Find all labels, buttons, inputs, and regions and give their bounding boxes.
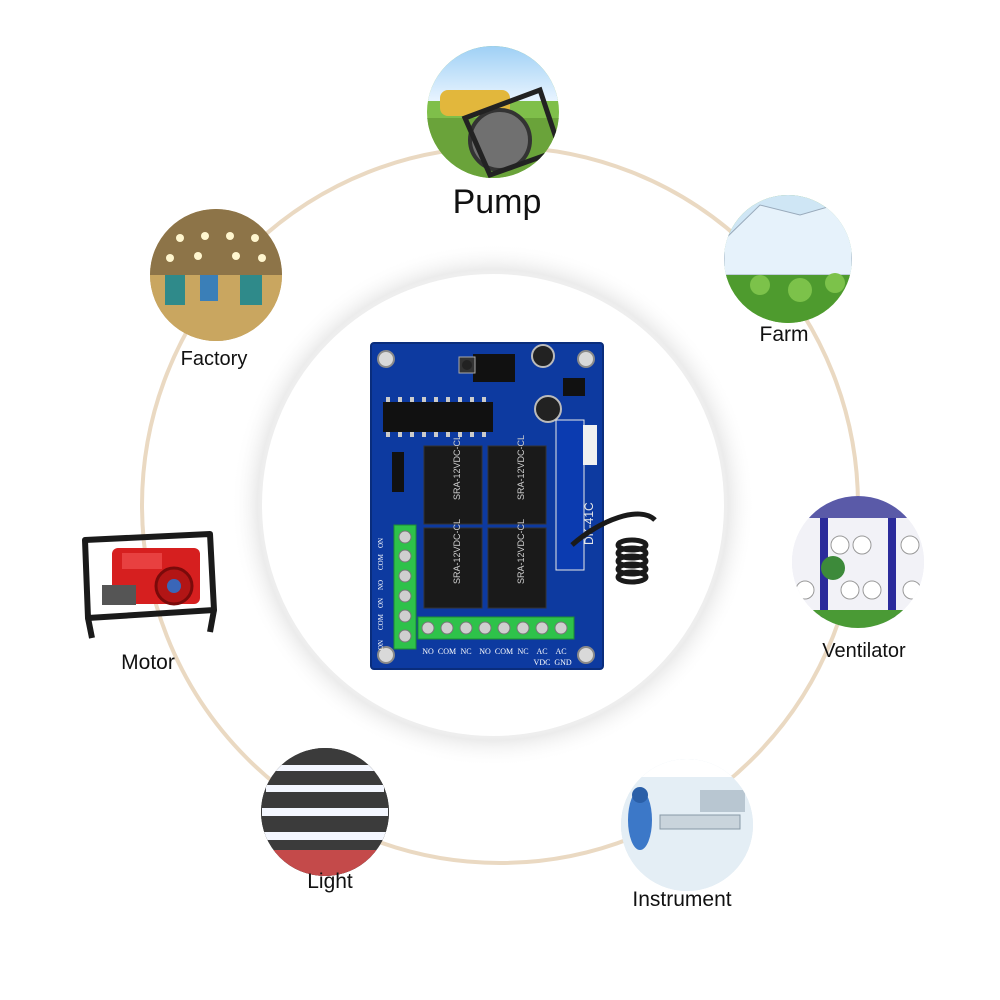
factory-photo [150, 209, 282, 341]
model-text: DK-41C [582, 502, 596, 545]
svg-text:AC: AC [536, 647, 547, 656]
capacitor [534, 395, 562, 423]
svg-text:NC: NC [460, 647, 471, 656]
label-pump: Pump [452, 183, 542, 221]
svg-text:NC: NC [517, 647, 528, 656]
svg-text:ON: ON [377, 538, 385, 548]
svg-text:COM: COM [377, 553, 385, 570]
terminal-labels-bottom: NO COM NC NO COM NC AC AC VDC GND [422, 647, 572, 667]
svg-text:COM: COM [495, 647, 513, 656]
rf-module [555, 419, 585, 571]
label-motor: Motor [121, 651, 175, 674]
light-photo [261, 748, 389, 876]
svg-text:NO: NO [377, 580, 385, 590]
relay-text: SRA-12VDC-CL [516, 435, 526, 500]
pump-photo [427, 46, 559, 178]
svg-text:COM: COM [438, 647, 456, 656]
motor-image [82, 531, 217, 639]
label-factory: Factory [180, 348, 248, 370]
svg-text:ON: ON [377, 640, 385, 650]
label-farm: Farm [759, 323, 809, 346]
label-ventilator: Ventilator [822, 640, 906, 662]
svg-text:NO: NO [479, 647, 491, 656]
relays [423, 445, 547, 609]
label-instrument: Instrument [632, 888, 732, 911]
terminal-labels-left: ON COM NO ON COM ON [377, 538, 385, 650]
terminal-block-bottom [417, 616, 575, 640]
ic-chip-large [383, 402, 493, 432]
mounting-holes [377, 350, 595, 664]
ic-chip-small [473, 354, 515, 382]
ventilator-photo [792, 496, 924, 628]
svg-text:NO: NO [422, 647, 434, 656]
capacitor [531, 344, 555, 368]
antenna-coil [570, 511, 657, 585]
terminal-screws [398, 530, 412, 643]
svg-text:GND: GND [554, 658, 572, 667]
label-light: Light [307, 870, 353, 893]
relay-board: SRA-12VDC-CL SRA-12VDC-CL SRA-12VDC-CL S… [370, 342, 657, 670]
relay-text: SRA-12VDC-CL [452, 435, 462, 500]
farm-photo [724, 195, 852, 323]
svg-text:COM: COM [377, 613, 385, 630]
instrument-photo [621, 759, 753, 891]
svg-text:AC: AC [555, 647, 566, 656]
svg-text:VDC: VDC [534, 658, 551, 667]
relay-text: SRA-12VDC-CL [516, 519, 526, 584]
svg-text:ON: ON [377, 598, 385, 608]
relay-text: SRA-12VDC-CL [452, 519, 462, 584]
